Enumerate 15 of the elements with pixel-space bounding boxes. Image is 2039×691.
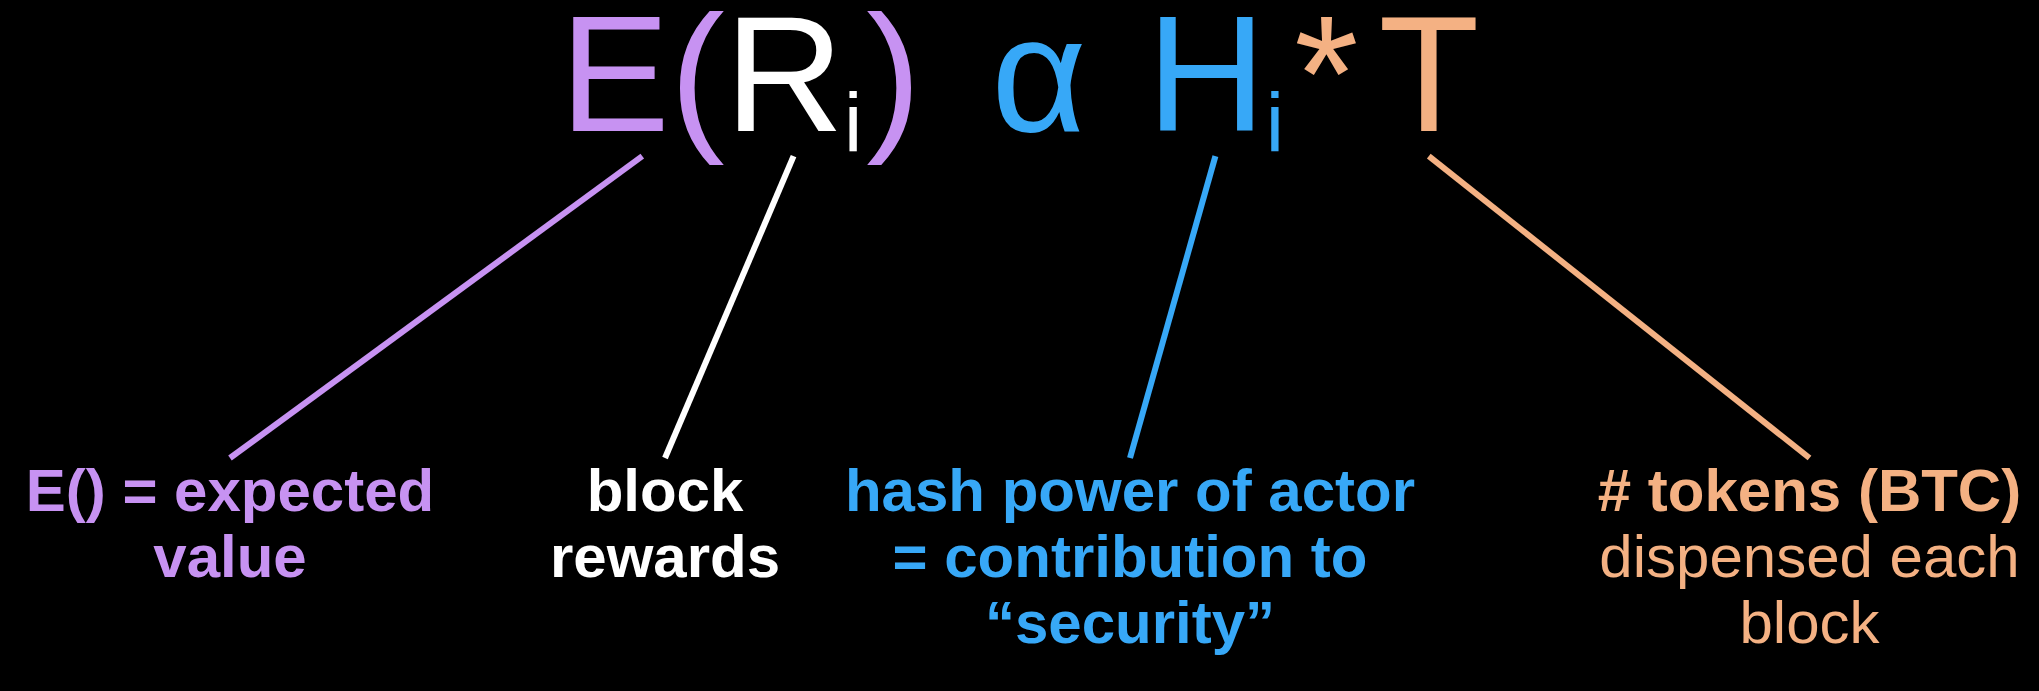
- term-explanation: block rewards: [520, 458, 810, 590]
- leader-line: [228, 153, 645, 461]
- leader-line: [1426, 153, 1812, 461]
- formula-term: R$_{i}$: [724, 0, 863, 165]
- formula-term: H$_{i}$: [1146, 0, 1285, 165]
- leader-line: [662, 154, 797, 460]
- formula-term: E(: [559, 0, 725, 165]
- leader-line: [1127, 155, 1219, 459]
- formula-term: *: [1294, 0, 1359, 165]
- term-explanation: # tokens (BTC) dispensed each block: [1580, 458, 2039, 656]
- formula-term: T: [1378, 0, 1480, 165]
- term-explanation: E() = expected value: [0, 458, 460, 590]
- term-explanation: hash power of actor = contribution to “security”: [820, 458, 1440, 656]
- formula-term: ): [866, 0, 922, 165]
- formula-term: α: [991, 0, 1087, 165]
